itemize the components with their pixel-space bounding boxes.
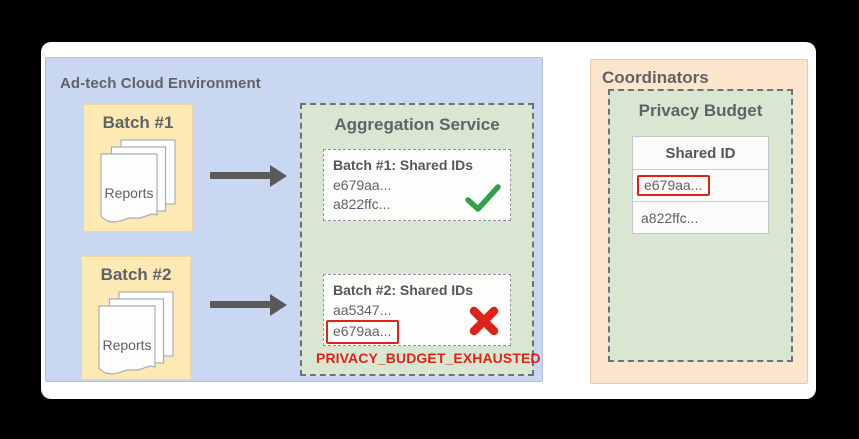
shared-id-value: a822ffc...	[333, 196, 391, 212]
diagram-card: Ad-tech Cloud Environment Batch #1 Repor…	[41, 42, 816, 399]
batch-2-box: Batch #2 Reports	[81, 256, 191, 380]
reports-stack-icon: Reports	[98, 291, 174, 375]
flagged-id-highlight: e679aa...	[637, 175, 711, 196]
adtech-environment-title: Ad-tech Cloud Environment	[60, 75, 261, 92]
coordinators-box: Coordinators Privacy Budget Shared ID e6…	[590, 59, 808, 384]
privacy-budget-box: Privacy Budget Shared ID e679aa... a822f…	[608, 89, 793, 362]
batch-2-shared-ids-box: Batch #2: Shared IDs aa5347... e679aa...	[323, 274, 511, 346]
arrow-right-icon	[210, 172, 270, 179]
adtech-cloud-environment-box: Ad-tech Cloud Environment Batch #1 Repor…	[45, 57, 543, 382]
aggregation-service-box: Aggregation Service Batch #1: Shared IDs…	[300, 103, 541, 376]
shared-id-table-header: Shared ID	[665, 144, 736, 162]
batch-2-result-title: Batch #2: Shared IDs	[333, 282, 474, 298]
flagged-id-highlight: e679aa...	[326, 320, 400, 344]
coordinators-title: Coordinators	[602, 68, 709, 87]
arrow-right-icon	[210, 301, 270, 308]
table-row: a822ffc...	[633, 201, 768, 233]
check-icon	[465, 184, 501, 212]
privacy-budget-exhausted-label: PRIVACY_BUDGET_EXHAUSTED	[316, 350, 541, 366]
batch-2-documents-label: Reports	[102, 337, 151, 353]
aggregation-service-title: Aggregation Service	[334, 115, 500, 134]
table-row: e679aa...	[633, 169, 768, 201]
x-icon	[469, 306, 499, 336]
privacy-budget-title: Privacy Budget	[638, 101, 763, 120]
reports-stack-icon: Reports	[100, 139, 176, 223]
batch-1-label: Batch #1	[102, 113, 174, 132]
shared-id-value: aa5347...	[333, 302, 392, 318]
shared-id-table: Shared ID e679aa... a822ffc...	[632, 136, 769, 234]
batch-1-documents-label: Reports	[104, 185, 153, 201]
batch-1-result-title: Batch #1: Shared IDs	[333, 157, 474, 173]
batch-2-label: Batch #2	[100, 265, 172, 284]
shared-id-value: e679aa...	[333, 177, 392, 193]
batch-1-box: Batch #1 Reports	[83, 104, 193, 232]
batch-1-shared-ids-box: Batch #1: Shared IDs e679aa... a822ffc..…	[323, 149, 511, 221]
